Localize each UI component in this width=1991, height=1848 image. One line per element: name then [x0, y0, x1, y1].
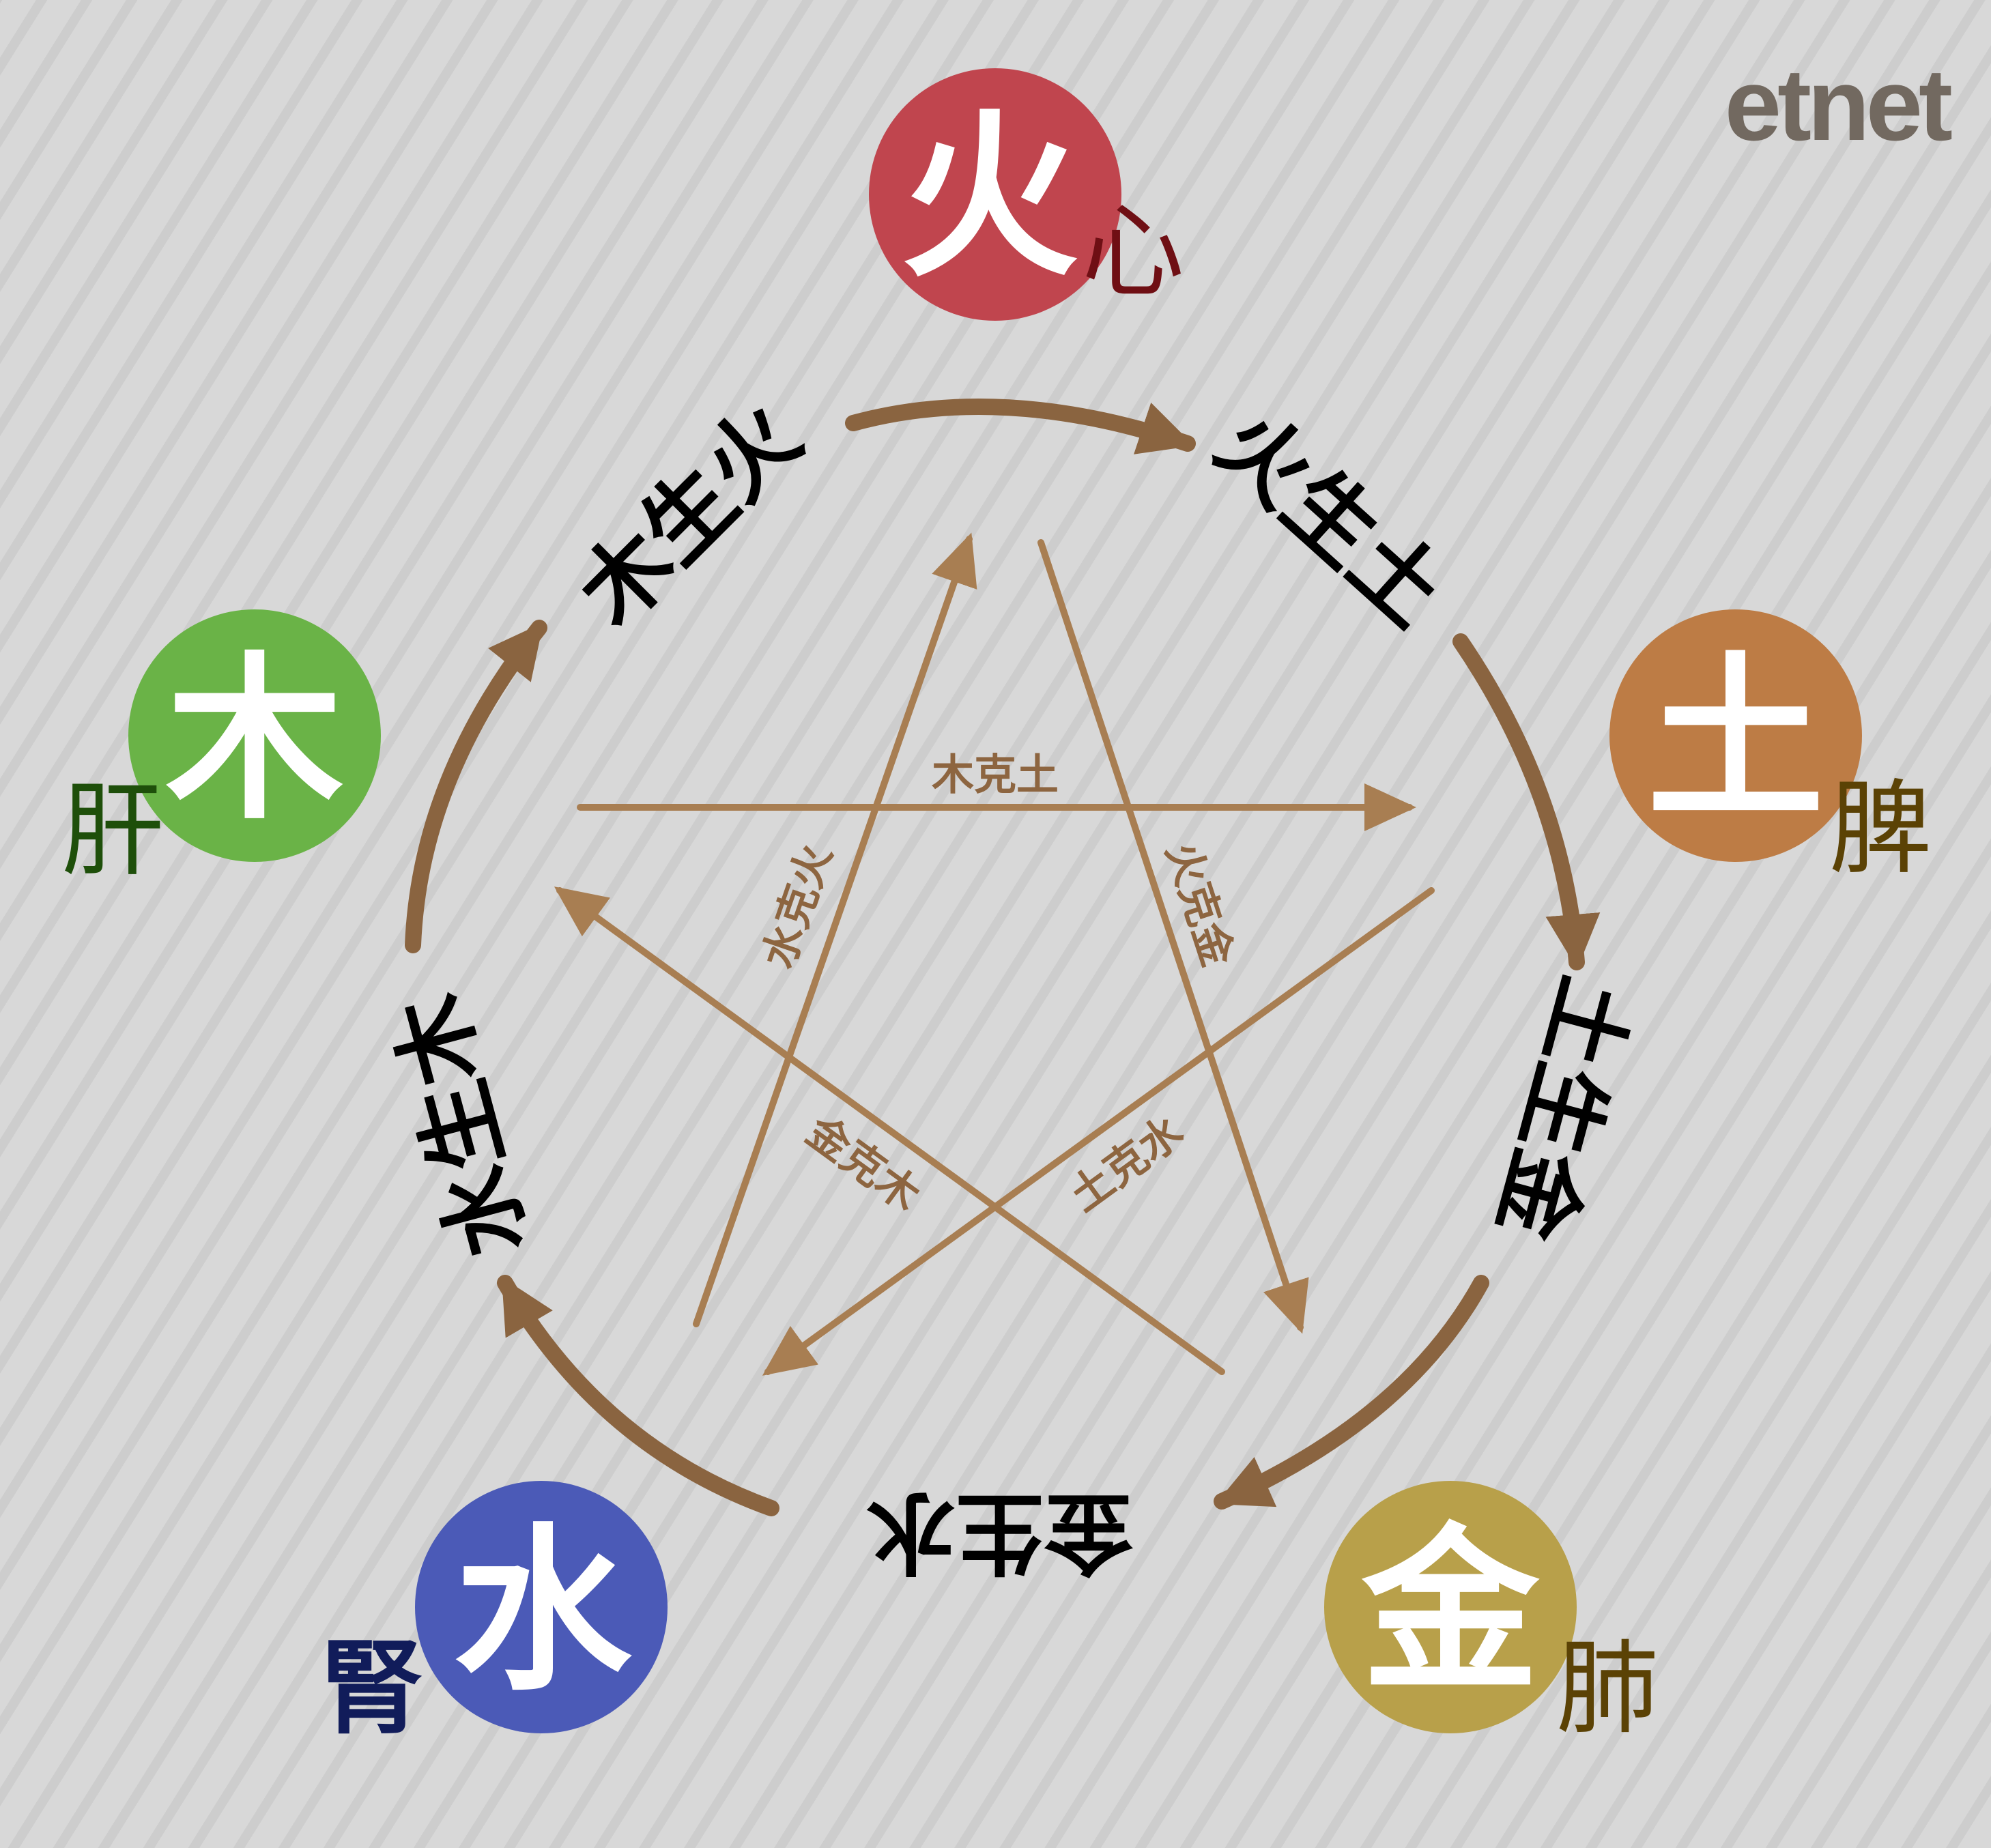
arrow-metal-to-water — [497, 1275, 779, 1516]
element-metal: 金 肺 — [1324, 1481, 1659, 1748]
earth-glyph: 土 — [1647, 637, 1824, 843]
arrow-metal-controls-wood — [554, 886, 1225, 1375]
element-earth: 土 脾 — [1609, 609, 1932, 889]
wood-circle — [128, 609, 381, 862]
etnet-logo: etnet — [1725, 47, 1952, 162]
heart-organ-label: 心 — [1082, 193, 1184, 312]
controlling-label-wood-earth: 木克土 — [932, 750, 1059, 800]
generating-label-water-wood: 水生木 — [376, 984, 545, 1268]
generating-label-metal-water: 金生水 — [866, 1480, 1134, 1584]
fire-circle — [869, 68, 1121, 321]
element-water: 水 腎 — [321, 1481, 668, 1748]
arrow-earth-to-metal — [1214, 1275, 1489, 1510]
spleen-organ-label: 脾 — [1829, 770, 1932, 889]
generating-cycle — [405, 399, 1601, 1516]
kidney-organ-label: 腎 — [321, 1630, 423, 1748]
water-glyph: 水 — [454, 1509, 634, 1715]
water-circle — [415, 1481, 668, 1733]
controlling-label-metal-wood: 金克木 — [797, 1106, 929, 1221]
arrow-water-controls-fire — [693, 532, 977, 1327]
metal-circle — [1324, 1481, 1577, 1733]
arrow-water-to-wood — [405, 620, 547, 953]
fire-glyph: 火 — [901, 95, 1078, 301]
metal-glyph: 金 — [1359, 1509, 1542, 1715]
arrow-fire-controls-metal — [1037, 539, 1309, 1334]
controlling-label-fire-metal: 火克金 — [1157, 836, 1244, 972]
earth-circle — [1609, 609, 1862, 862]
element-wood: 木 肝 — [61, 609, 381, 891]
arrow-fire-to-earth — [1452, 633, 1601, 970]
generating-label-earth-metal: 土生金 — [1478, 967, 1648, 1252]
controlling-cycle — [554, 532, 1435, 1376]
wood-glyph: 木 — [166, 637, 343, 843]
liver-organ-label: 肝 — [61, 772, 164, 891]
generating-label-fire-earth: 火生土 — [1197, 391, 1465, 646]
lung-organ-label: 肺 — [1556, 1630, 1659, 1748]
generating-label-wood-fire: 木生火 — [558, 384, 820, 646]
element-fire: 火 心 — [869, 68, 1184, 321]
arrow-earth-controls-water — [762, 887, 1435, 1376]
controlling-label-earth-water: 土克水 — [1060, 1106, 1192, 1221]
arrow-wood-to-fire — [845, 399, 1196, 454]
